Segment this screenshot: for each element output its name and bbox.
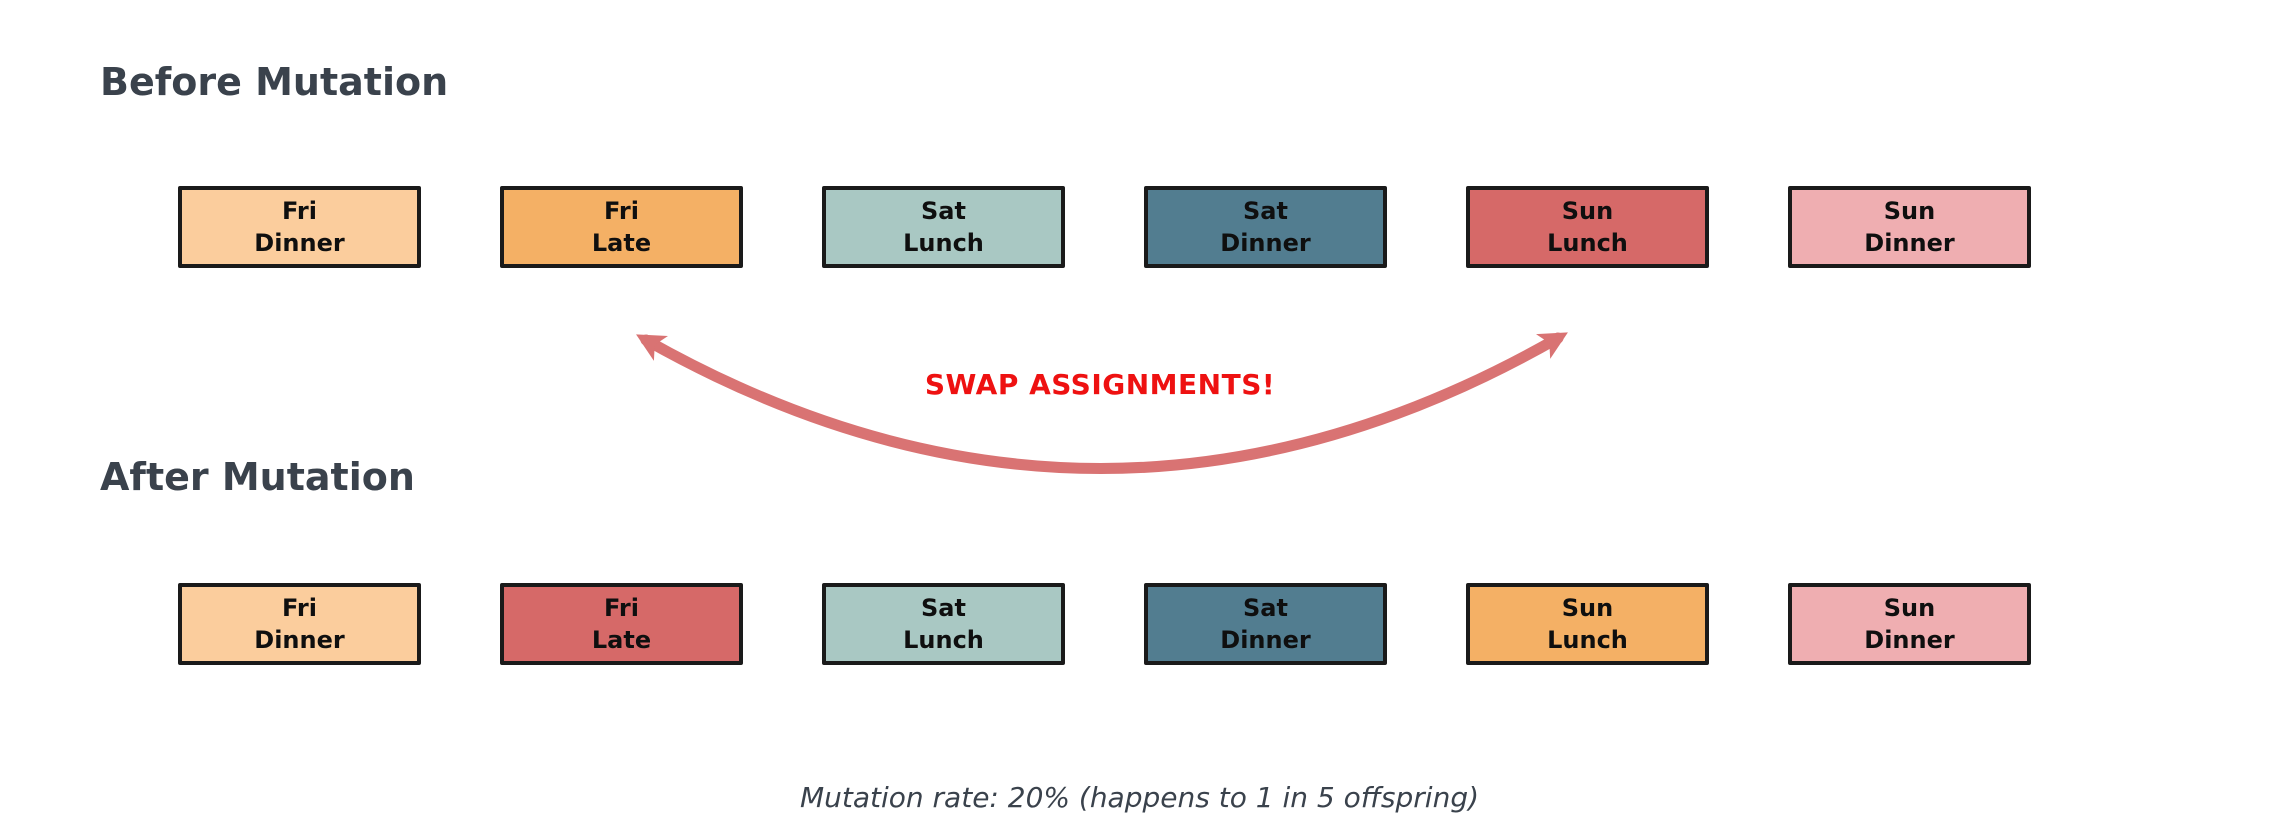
after-mutation-title: After Mutation — [100, 455, 415, 499]
shift-day: Sun — [1561, 196, 1614, 225]
shift-meal: Lunch — [903, 229, 984, 257]
shift-day: Sat — [921, 196, 966, 225]
shift-meal: Late — [591, 229, 652, 257]
shift-day: Sat — [921, 593, 966, 622]
before-mutation-title: Before Mutation — [100, 60, 449, 104]
shift-meal: Dinner — [254, 626, 345, 654]
shift-box-before-sat-dinner: Sat Dinner — [1144, 186, 1387, 268]
shift-box-after-fri-late: Fri Late — [500, 583, 743, 665]
shift-meal: Lunch — [1547, 626, 1628, 654]
shift-box-after-sat-dinner: Sat Dinner — [1144, 583, 1387, 665]
shift-box-before-sat-lunch: Sat Lunch — [822, 186, 1065, 268]
shift-day: Fri — [604, 196, 639, 225]
mutation-rate-caption: Mutation rate: 20% (happens to 1 in 5 of… — [799, 781, 1480, 814]
shift-day: Sun — [1883, 593, 1936, 622]
shift-day: Fri — [282, 196, 317, 225]
shift-box-before-sun-lunch: Sun Lunch — [1466, 186, 1709, 268]
shift-box-before-fri-late: Fri Late — [500, 186, 743, 268]
shift-meal: Dinner — [1864, 626, 1955, 654]
shift-box-after-sat-lunch: Sat Lunch — [822, 583, 1065, 665]
shift-meal: Dinner — [254, 229, 345, 257]
shift-meal: Dinner — [1864, 229, 1955, 257]
shift-meal: Lunch — [903, 626, 984, 654]
swap-arrow-curve — [636, 332, 1568, 474]
shift-box-before-fri-dinner: Fri Dinner — [178, 186, 421, 268]
shift-box-after-sun-dinner: Sun Dinner — [1788, 583, 2031, 665]
swap-assignments-label: SWAP ASSIGNMENTS! — [924, 368, 1276, 401]
shift-box-after-sun-lunch: Sun Lunch — [1466, 583, 1709, 665]
shift-day: Fri — [604, 593, 639, 622]
shift-day: Sun — [1883, 196, 1936, 225]
shift-meal: Late — [591, 626, 652, 654]
shift-day: Fri — [282, 593, 317, 622]
shift-box-before-sun-dinner: Sun Dinner — [1788, 186, 2031, 268]
shift-day: Sun — [1561, 593, 1614, 622]
shift-box-after-fri-dinner: Fri Dinner — [178, 583, 421, 665]
shift-meal: Lunch — [1547, 229, 1628, 257]
shift-day: Sat — [1243, 196, 1288, 225]
shift-meal: Dinner — [1220, 229, 1311, 257]
shift-meal: Dinner — [1220, 626, 1311, 654]
shift-day: Sat — [1243, 593, 1288, 622]
